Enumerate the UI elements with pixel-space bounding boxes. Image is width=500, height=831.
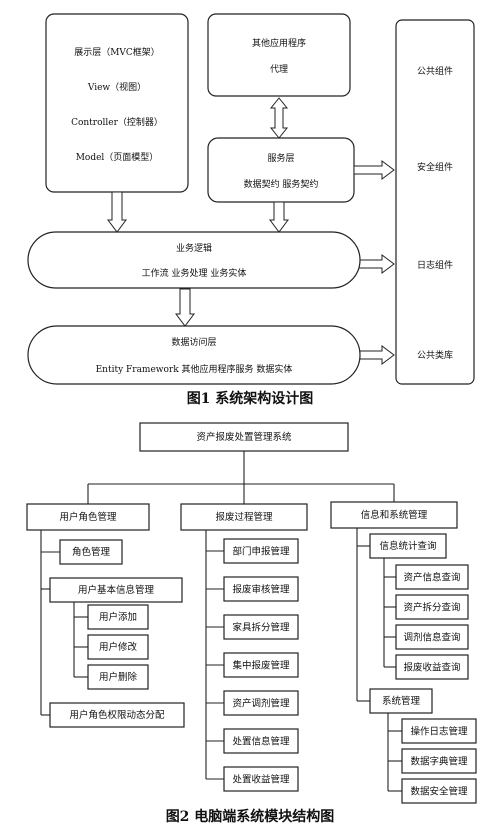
- other-apps-proxy-box: [207, 13, 351, 97]
- service-to-components-arrow: [353, 160, 395, 180]
- user-add-label: 用户添加: [99, 611, 137, 623]
- service-layer-box: [207, 137, 355, 203]
- stats-query-item-box: [395, 594, 469, 620]
- role-permission-label: 用户角色权限动态分配: [69, 709, 165, 721]
- scrap-process-item-box: [223, 728, 299, 754]
- business-logic-title: 业务逻辑: [176, 242, 212, 254]
- proxy-service-double-arrow: [269, 97, 289, 139]
- scrap-process-items: 部门申报管理报废审核管理家具拆分管理集中报废管理资产调剂管理处置信息管理处置收益…: [206, 538, 299, 792]
- stats-query-item-box: [395, 564, 469, 590]
- component-security: 安全组件: [417, 161, 453, 173]
- stats-query-item-label: 资产信息查询: [403, 572, 460, 584]
- user-edit-box: [87, 634, 149, 660]
- component-log: 日志组件: [417, 259, 453, 271]
- other-apps-label: 其他应用程序: [252, 37, 306, 49]
- user-edit-label: 用户修改: [99, 641, 138, 653]
- business-logic-sub: 工作流 业务处理 业务实体: [142, 267, 247, 279]
- user-basic-info-label: 用户基本信息管理: [78, 584, 155, 596]
- presentation-layer-box: [45, 13, 189, 193]
- stats-query-item-label: 调剂信息查询: [403, 632, 460, 644]
- system-mgmt-item-label: 数据安全管理: [410, 786, 468, 798]
- data-access-box: [27, 325, 361, 385]
- scrap-process-mgmt-box: [180, 503, 308, 531]
- scrap-process-item-box: [223, 576, 299, 602]
- user-delete-box: [87, 664, 149, 690]
- scrap-process-item-box: [223, 538, 299, 564]
- service-layer-title: 服务层: [267, 152, 294, 164]
- scrap-process-mgmt-label: 报废过程管理: [215, 511, 273, 523]
- data-access-title: 数据访问层: [171, 336, 216, 348]
- logic-to-components-arrow: [357, 254, 395, 274]
- presentation-view-label: View（视图）: [87, 81, 146, 93]
- user-basic-info-box: [49, 577, 183, 603]
- scrap-process-item-box: [223, 690, 299, 716]
- role-permission-box: [49, 702, 185, 728]
- scrap-process-item-label: 资产调剂管理: [232, 698, 290, 710]
- user-role-mgmt-box: [26, 503, 150, 531]
- role-mgmt-box: [59, 539, 123, 565]
- user-add-box: [87, 604, 149, 630]
- figure2-caption: 图2 电脑端系统模块结构图: [166, 808, 335, 825]
- system-mgmt-item-box: [401, 778, 477, 804]
- presentation-model-label: Model（页面模型）: [76, 152, 159, 163]
- components-column-box: [395, 19, 475, 385]
- stats-query-item-label: 报废收益查询: [403, 662, 460, 674]
- scrap-process-item-label: 部门申报管理: [232, 546, 290, 558]
- system-mgmt-label: 系统管理: [382, 695, 421, 707]
- scrap-process-item-label: 家具拆分管理: [232, 622, 290, 634]
- data-access-sub: Entity Framework 其他应用程序服务 数据实体: [96, 363, 293, 375]
- root-node-label: 资产报废处置管理系统: [196, 431, 292, 443]
- component-library: 公共类库: [417, 349, 453, 361]
- data-to-components-arrow: [359, 345, 395, 365]
- presentation-controller-label: Controller（控制器）: [71, 116, 163, 128]
- system-mgmt-item-label: 操作日志管理: [410, 726, 468, 738]
- stats-query-item-box: [395, 654, 469, 680]
- component-common: 公共组件: [417, 65, 453, 77]
- scrap-process-item-label: 处置信息管理: [232, 736, 290, 748]
- system-mgmt-item-box: [401, 718, 477, 744]
- root-node-box: [139, 422, 349, 452]
- role-mgmt-label: 角色管理: [72, 546, 111, 558]
- proxy-label: 代理: [270, 64, 288, 75]
- user-role-mgmt-label: 用户角色管理: [59, 511, 117, 523]
- business-logic-box: [27, 231, 361, 289]
- scrap-process-item-box: [223, 614, 299, 640]
- system-mgmt-item-label: 数据字典管理: [410, 756, 468, 768]
- stats-query-item-label: 资产拆分查询: [403, 602, 460, 614]
- scrap-process-item-box: [223, 766, 299, 792]
- user-delete-label: 用户删除: [99, 671, 138, 683]
- scrap-process-item-box: [223, 652, 299, 678]
- logic-to-data-arrow: [175, 288, 195, 327]
- scrap-process-item-label: 报废审核管理: [232, 584, 290, 596]
- info-system-mgmt-box: [330, 501, 458, 529]
- info-system-mgmt-label: 信息和系统管理: [361, 509, 428, 521]
- system-mgmt-box: [369, 688, 433, 714]
- figure1-caption: 图1 系统架构设计图: [187, 390, 314, 407]
- presentation-to-logic-arrow: [107, 191, 127, 233]
- service-layer-sub: 数据契约 服务契约: [244, 178, 319, 190]
- info-stats-query-label: 信息统计查询: [379, 540, 436, 552]
- stats-query-item-box: [395, 624, 469, 650]
- service-to-logic-arrow: [269, 201, 289, 233]
- info-stats-query-box: [369, 533, 447, 559]
- system-mgmt-item-box: [401, 748, 477, 774]
- scrap-process-item-label: 集中报废管理: [232, 660, 290, 672]
- scrap-process-item-label: 处置收益管理: [232, 774, 290, 786]
- presentation-layer-title: 展示层（MVC框架）: [74, 46, 160, 58]
